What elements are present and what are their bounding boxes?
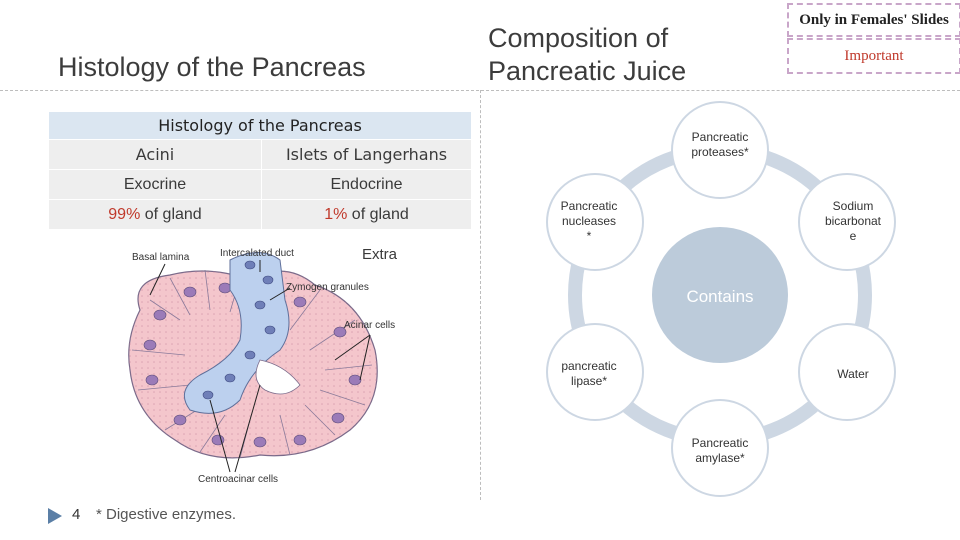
node-lipase-line1: pancreatic [561, 359, 616, 373]
node-amylase-line1: Pancreatic [692, 436, 749, 450]
center-label: Contains [686, 287, 753, 306]
right-title-line1: Composition of [488, 23, 669, 53]
cell-islets-percent: 1% of gland [261, 199, 472, 230]
cell-exocrine: Exocrine [48, 169, 262, 200]
cell-endocrine: Endocrine [261, 169, 472, 200]
node-bicarbonate: Sodium bicarbonat e [798, 173, 896, 271]
center-circle [652, 227, 788, 363]
acinus-illustration: Basal lamina Intercalated duct Zymogen g… [128, 248, 395, 485]
node-nucleases-line3: * [587, 229, 592, 243]
node-water: Water [798, 323, 896, 421]
node-bicarbonate-line1: Sodium [833, 199, 874, 213]
islets-percent: 1% [324, 205, 348, 223]
cell-islets: Islets of Langerhans [261, 139, 472, 170]
node-lipase: pancreatic lipase* [546, 323, 644, 421]
nuclei [143, 282, 362, 448]
left-slide-title: Histology of the Pancreas [58, 52, 366, 82]
extra-label: Extra [362, 246, 398, 263]
node-amylase: Pancreatic amylase* [671, 399, 769, 497]
cell-acini-percent: 99% of gland [48, 199, 262, 230]
node-proteases-line1: Pancreatic [692, 130, 749, 144]
node-lipase-line2: lipase* [571, 374, 607, 388]
page-number: 4 [72, 506, 81, 523]
intercalated-duct [183, 252, 290, 414]
composition-diagram: Contains Pancreatic proteases* Pancreati… [546, 101, 896, 497]
node-amylase-line2: amylase* [695, 451, 745, 465]
cell-acini: Acini [48, 139, 262, 170]
table-header: Histology of the Pancreas [48, 111, 472, 140]
histology-table: Histology of the Pancreas Acini Islets o… [48, 111, 472, 230]
label-centroacinar-cells: Centroacinar cells [198, 474, 278, 485]
acini-percent: 99% [108, 205, 141, 223]
node-bicarbonate-line3: e [850, 229, 857, 243]
label-leaders [149, 260, 371, 473]
node-nucleases-line2: nucleases [562, 214, 616, 228]
bullet-triangle-icon [48, 508, 62, 524]
right-slide-title: Composition of Pancreatic Juice [488, 22, 686, 88]
node-bicarbonate-line2: bicarbonat [825, 214, 882, 228]
node-water-line1: Water [837, 367, 869, 381]
label-zymogen-granules: Zymogen granules [286, 282, 369, 293]
acini-percent-rest: of gland [140, 205, 202, 223]
footnote: * Digestive enzymes. [96, 506, 237, 523]
duct-nuclei [202, 260, 276, 400]
vertical-divider [480, 90, 481, 500]
node-nucleases: Pancreatic nucleases * [546, 173, 644, 271]
islets-percent-rest: of gland [347, 205, 409, 223]
node-nucleases-line1: Pancreatic [561, 199, 618, 213]
right-title-line2: Pancreatic Juice [488, 56, 687, 86]
females-slides-tag: Only in Females' Slides [787, 3, 960, 37]
important-tag: Important [787, 38, 960, 74]
lumen [255, 359, 301, 395]
label-intercalated-duct: Intercalated duct [220, 248, 294, 259]
node-proteases-line2: proteases* [691, 145, 749, 159]
label-basal-lamina: Basal lamina [132, 252, 190, 263]
label-acinar-cells: Acinar cells [344, 320, 395, 331]
node-proteases: Pancreatic proteases* [671, 101, 769, 199]
